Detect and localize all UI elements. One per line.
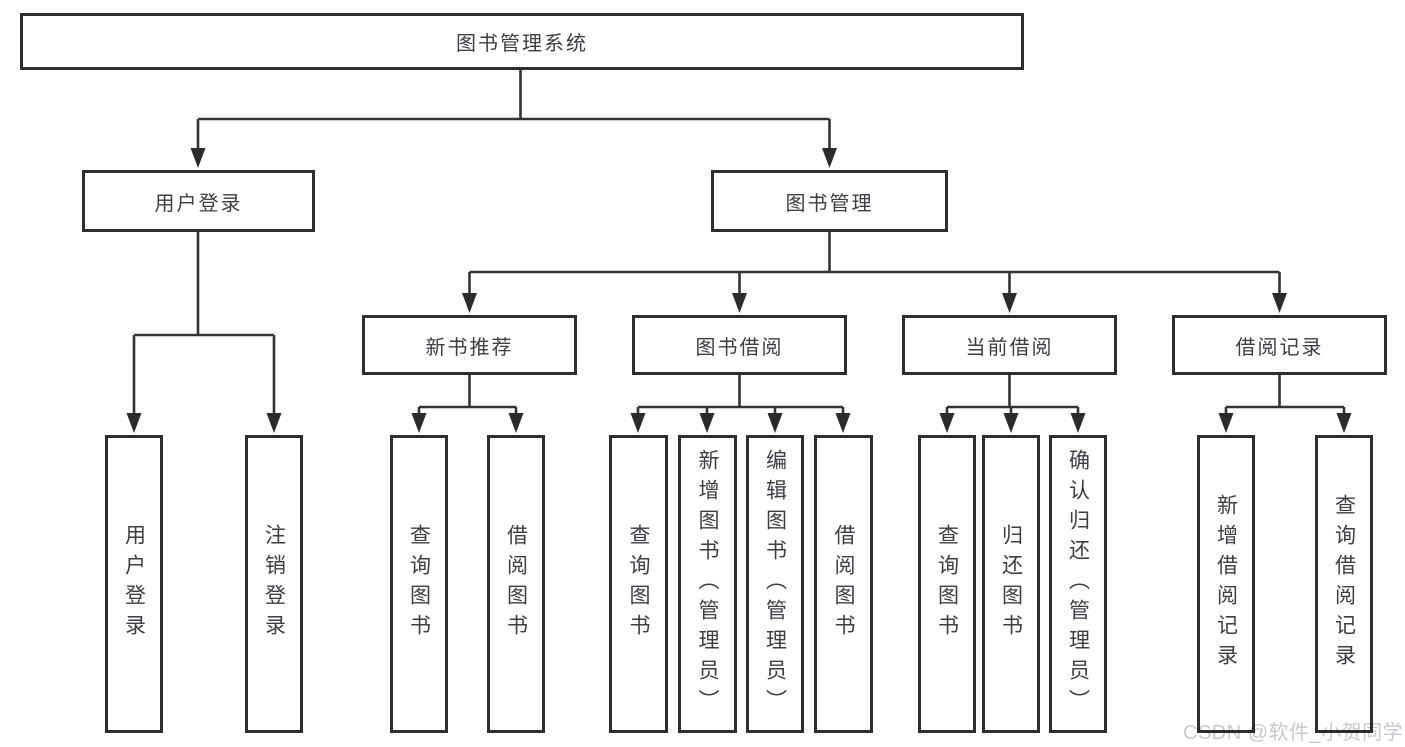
leaf-user-login: 用户登录 <box>105 435 163 733</box>
leaf-query-borrow-record: 查询借阅记录 <box>1315 435 1373 733</box>
node-borrow-records-label: 借阅记录 <box>1235 336 1324 359</box>
arrowheads <box>126 148 1352 433</box>
leaf-query-book-recommend: 查询图书 <box>390 435 448 733</box>
leaf-query-book-current: 查询图书 <box>918 435 976 733</box>
csdn-watermark: CSDN @软件_小贺同学 <box>1183 722 1404 744</box>
node-root: 图书管理系统 <box>20 13 1024 70</box>
connector-book-mgmt-to-level3 <box>468 232 1281 297</box>
connector-borrow-records-to-leaves <box>1224 375 1346 415</box>
connector-new-book-to-leaves <box>417 375 518 415</box>
node-root-label: 图书管理系统 <box>456 33 588 55</box>
leaf-query-book-recommend-label: 查询图书 <box>407 524 431 644</box>
leaf-confirm-return-admin: 确认归还（管理员） <box>1049 435 1107 733</box>
node-new-book-recommend-label: 新书推荐 <box>425 336 514 359</box>
leaf-edit-book-admin: 编辑图书（管理员） <box>746 435 804 733</box>
leaf-add-book-admin-label: 新增图书（管理员） <box>696 449 719 719</box>
connector-current-borrow-to-leaves <box>945 375 1080 415</box>
node-borrow-records: 借阅记录 <box>1172 315 1387 375</box>
leaf-return-book: 归还图书 <box>982 435 1040 733</box>
node-book-borrow-label: 图书借阅 <box>695 336 784 359</box>
node-current-borrow-label: 当前借阅 <box>965 336 1054 359</box>
leaf-confirm-return-admin-label: 确认归还（管理员） <box>1066 449 1090 719</box>
leaf-logout-label: 注销登录 <box>262 524 286 644</box>
node-new-book-recommend: 新书推荐 <box>362 315 577 375</box>
node-book-management-label: 图书管理 <box>785 192 874 215</box>
leaf-query-book-borrow: 查询图书 <box>609 435 668 733</box>
leaf-borrow-book-recommend: 借阅图书 <box>487 435 545 733</box>
leaf-query-book-current-label: 查询图书 <box>935 524 959 644</box>
leaf-add-borrow-record-label: 新增借阅记录 <box>1214 494 1238 674</box>
connector-root-to-level2 <box>196 70 831 150</box>
leaf-edit-book-admin-label: 编辑图书（管理员） <box>763 449 787 719</box>
connector-book-borrow-to-leaves <box>636 375 845 415</box>
leaf-user-login-label: 用户登录 <box>122 524 146 644</box>
node-current-borrow: 当前借阅 <box>902 315 1117 375</box>
leaf-borrow-book-recommend-label: 借阅图书 <box>504 524 528 644</box>
leaf-add-book-admin: 新增图书（管理员） <box>678 435 737 733</box>
leaf-add-borrow-record: 新增借阅记录 <box>1197 435 1255 733</box>
leaf-logout: 注销登录 <box>245 435 303 733</box>
leaf-return-book-label: 归还图书 <box>999 524 1023 644</box>
node-user-login: 用户登录 <box>82 170 315 232</box>
leaf-borrow-book: 借阅图书 <box>814 435 873 733</box>
leaf-query-book-borrow-label: 查询图书 <box>627 524 650 644</box>
leaf-borrow-book-label: 借阅图书 <box>832 524 855 644</box>
connector-user-login-to-leaves <box>132 232 276 415</box>
node-book-management: 图书管理 <box>711 170 948 232</box>
node-user-login-label: 用户登录 <box>154 192 243 215</box>
leaf-query-borrow-record-label: 查询借阅记录 <box>1332 494 1356 674</box>
node-book-borrow: 图书借阅 <box>632 315 847 375</box>
